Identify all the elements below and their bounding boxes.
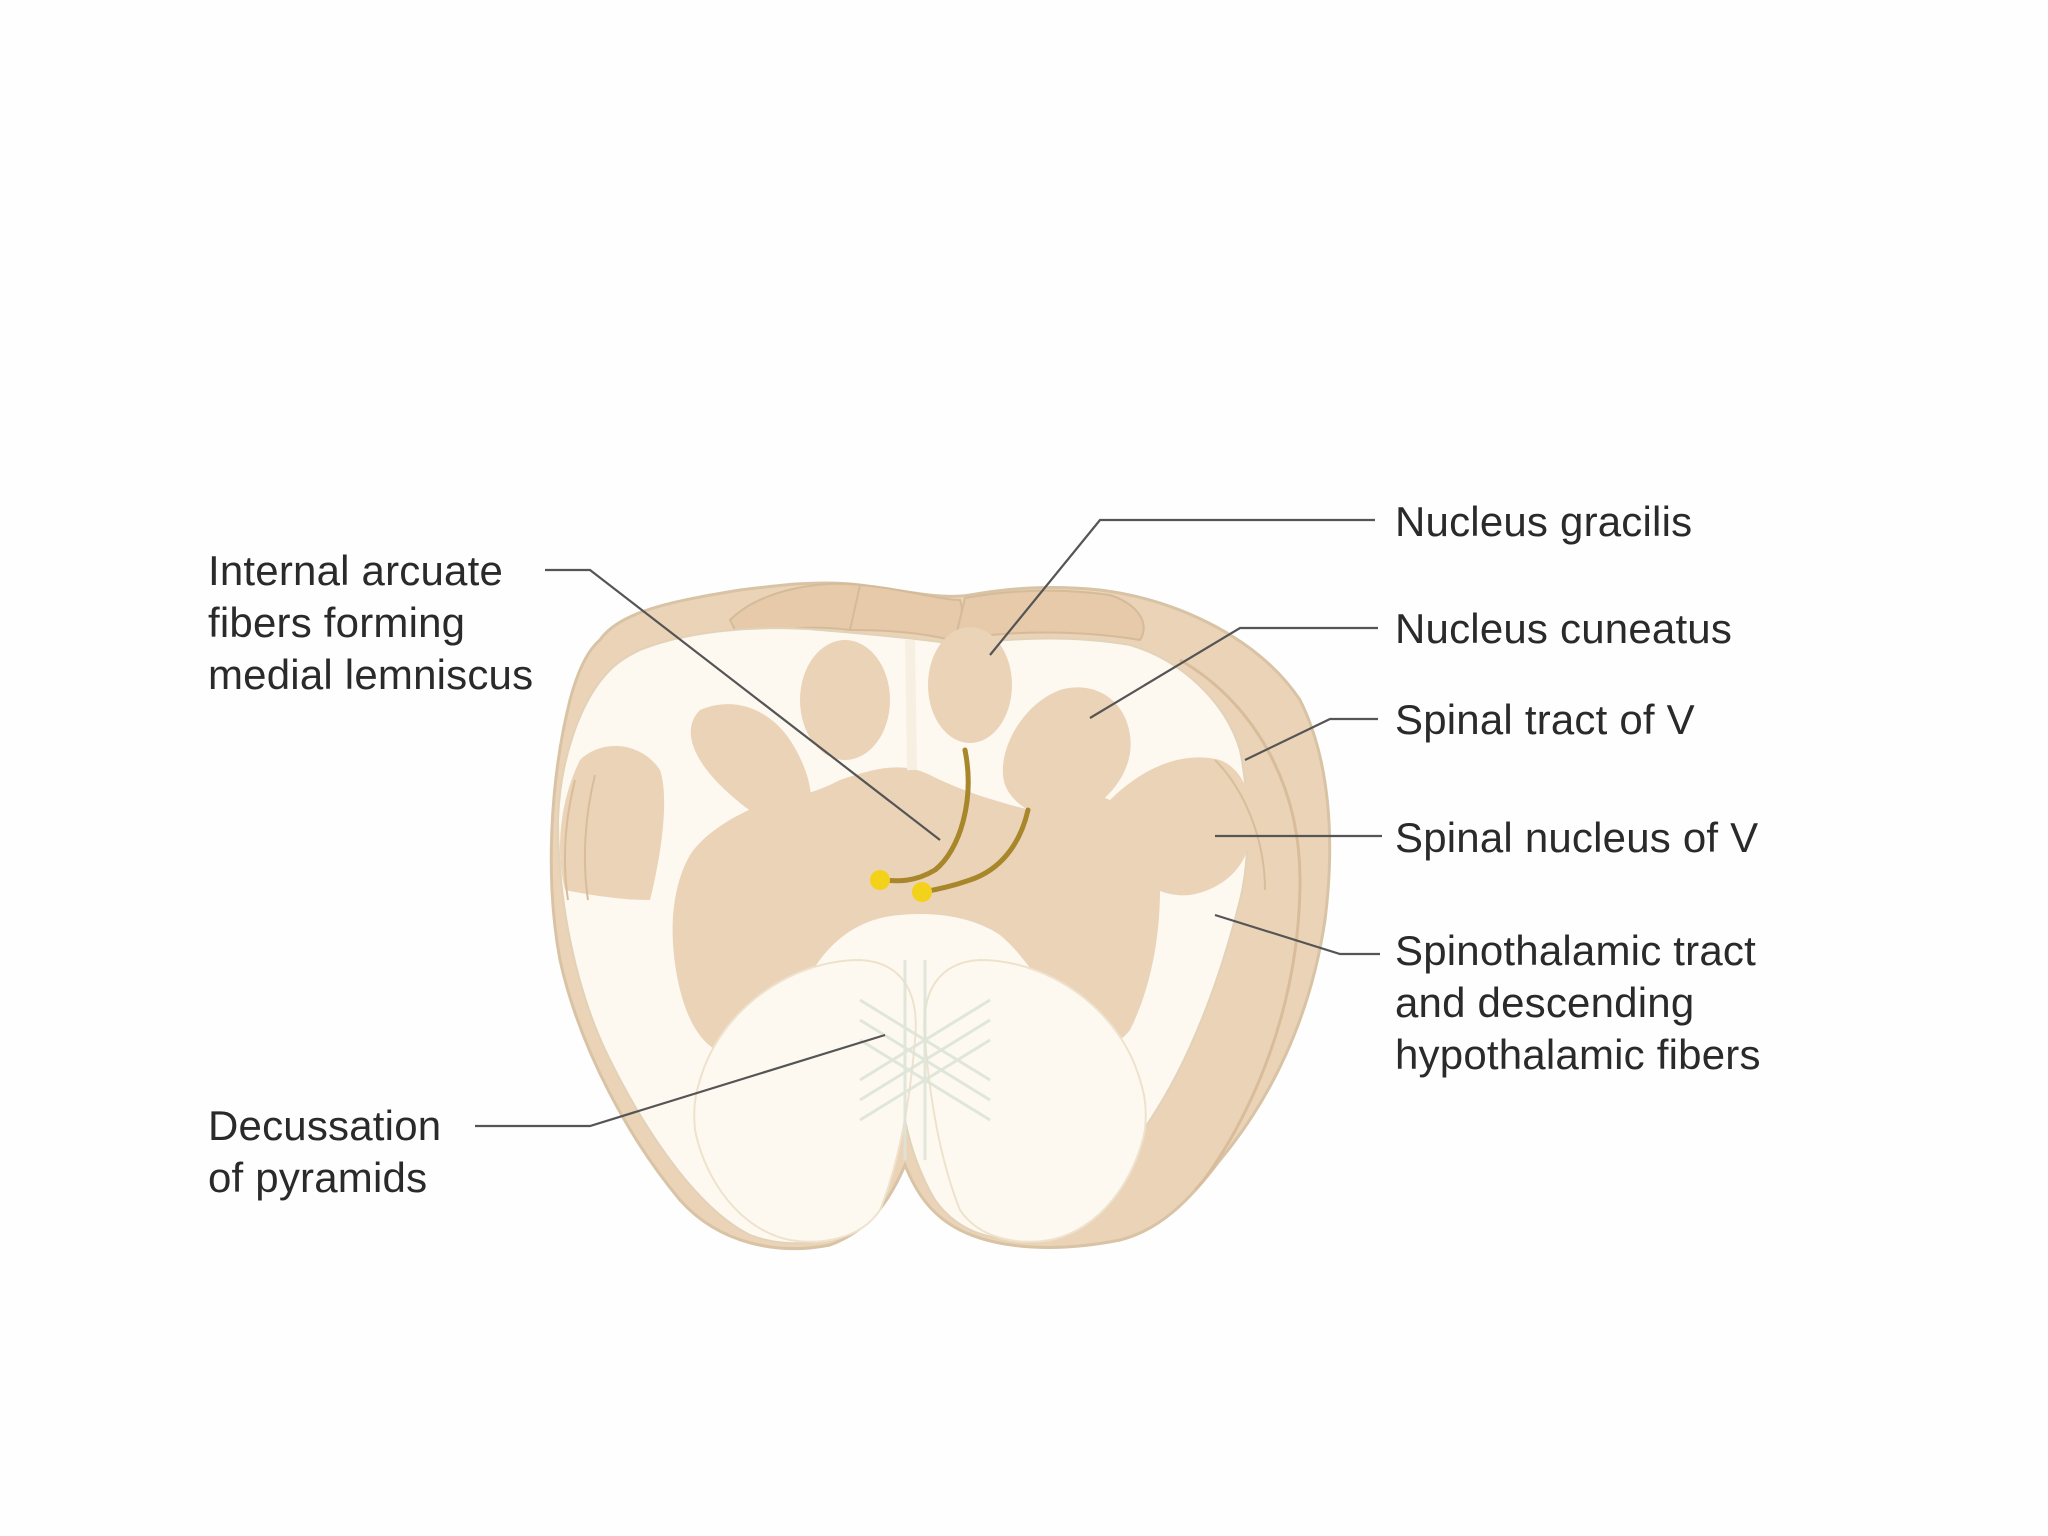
label-decussation: Decussation of pyramids [208, 1102, 442, 1201]
leader-nucleus-gracilis [989, 518, 1375, 656]
decussation-fibers [859, 960, 991, 1160]
label-spinal-nucleus-v: Spinal nucleus of V [1395, 814, 1759, 861]
nucleus-cuneatus-right [1002, 687, 1131, 819]
dorsal-median-sulcus [905, 639, 917, 771]
nucleus-cuneatus-left [690, 704, 811, 828]
leader-nucleus-cuneatus [1089, 626, 1378, 719]
pyramid-left [693, 958, 917, 1243]
label-nucleus-gracilis: Nucleus gracilis [1395, 498, 1693, 545]
left-outer-band-2 [583, 774, 596, 901]
internal-arcuate-fiber-1 [877, 747, 971, 884]
left-outer-band [563, 779, 576, 901]
nucleus-gracilis-left [800, 640, 890, 760]
leader-lines [475, 518, 1382, 1128]
label-spinal-tract-v: Spinal tract of V [1395, 696, 1695, 743]
leader-decussation [475, 1033, 886, 1128]
leader-internal-arcuate [545, 568, 941, 841]
dorsal-band-right [953, 589, 1145, 642]
spinal-tract-v-band [1179, 658, 1302, 1192]
arcuate-fiber-dot-2 [912, 882, 932, 902]
arcuate-fiber-dot-1 [870, 870, 890, 890]
internal-arcuate-fiber-2 [919, 807, 1031, 895]
label-spinothalamic: Spinothalamic tract and descending hypot… [1395, 927, 1761, 1078]
label-internal-arcuate: Internal arcuate fibers forming medial l… [208, 547, 534, 698]
spinal-tract-v-band-inner [1214, 759, 1266, 891]
label-nucleus-cuneatus: Nucleus cuneatus [1395, 605, 1733, 652]
right-lateral-gray [1110, 757, 1252, 896]
pyramid-right [923, 958, 1147, 1243]
nucleus-gracilis-right [928, 627, 1012, 743]
leader-spinothalamic [1214, 913, 1380, 956]
left-lateral-gray [560, 746, 665, 900]
leader-spinal-tract-v [1244, 717, 1378, 761]
